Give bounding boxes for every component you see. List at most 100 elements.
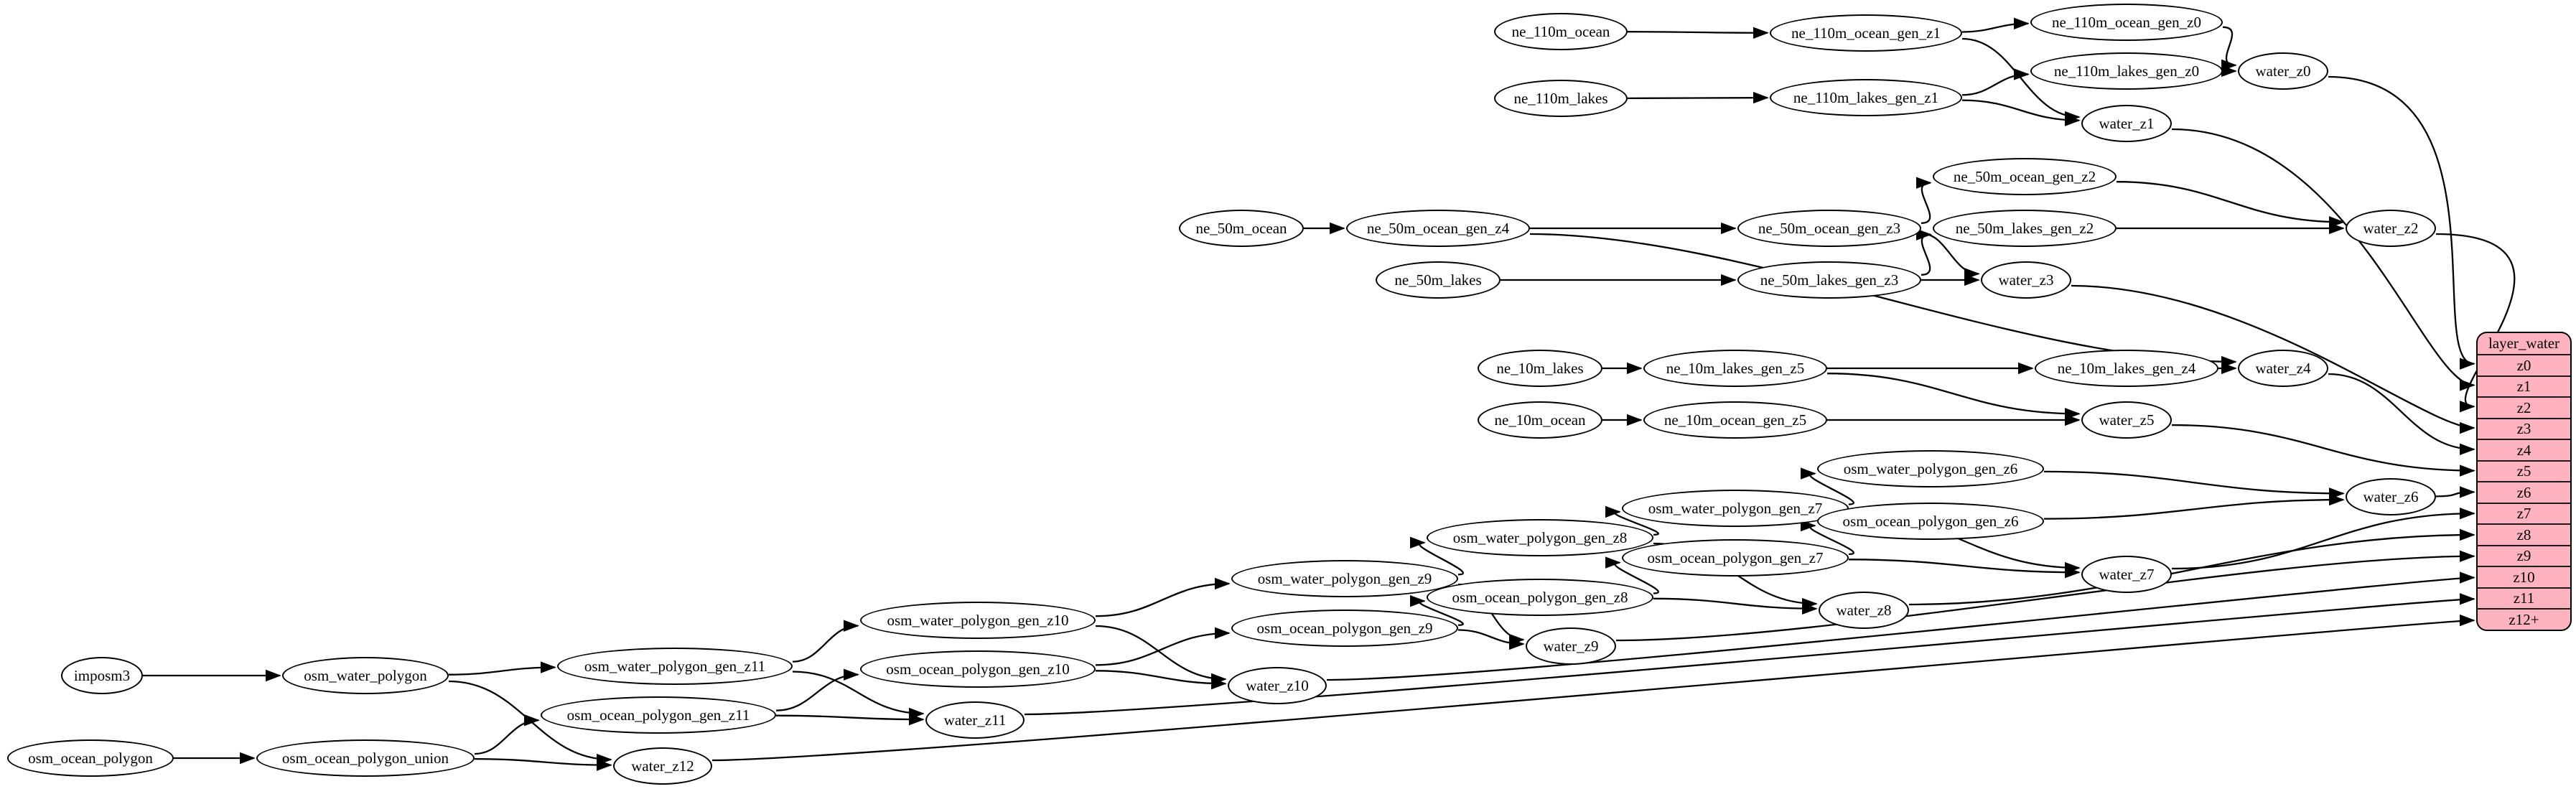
node-water_z10: water_z10 xyxy=(1228,667,1327,704)
table-title: layer_water xyxy=(2488,335,2560,353)
edge-osm_ocean_polygon_gen_z8-to-osm_ocean_polygon_gen_z7 xyxy=(1605,556,1660,594)
node-osm_ocean_polygon_gen_z6: osm_ocean_polygon_gen_z6 xyxy=(1817,503,2044,540)
edge-ne_110m_ocean_gen_z0-to-water_z0 xyxy=(2221,26,2237,72)
edge-ne_110m_ocean_gen_z1-to-ne_110m_ocean_gen_z0 xyxy=(1961,17,2030,33)
table-row-z12+: z12+ xyxy=(2478,608,2570,630)
node-label: imposm3 xyxy=(73,666,131,684)
node-water_z11: water_z11 xyxy=(925,701,1025,739)
node-label: ne_110m_lakes_gen_z0 xyxy=(2053,62,2200,80)
table-row-z11: z11 xyxy=(2478,587,2570,609)
node-label: ne_50m_ocean xyxy=(1195,219,1287,237)
edge-osm_ocean_polygon_gen_z11-to-osm_ocean_polygon_gen_z10 xyxy=(775,668,859,711)
table-row-z6: z6 xyxy=(2478,481,2570,503)
node-label: osm_water_polygon_gen_z9 xyxy=(1257,569,1432,587)
node-label: water_z7 xyxy=(2099,565,2155,583)
node-osm_ocean_polygon_union: osm_ocean_polygon_union xyxy=(256,739,475,777)
edge-osm_ocean_polygon_gen_z10-to-water_z10 xyxy=(1095,670,1227,690)
node-water_z9: water_z9 xyxy=(1526,627,1616,665)
edge-osm_ocean_polygon_gen_z7-to-water_z7 xyxy=(1848,559,2081,579)
table-row-z1: z1 xyxy=(2478,375,2570,397)
edge-osm_water_polygon_gen_z10-to-osm_water_polygon_gen_z9 xyxy=(1095,577,1231,617)
node-imposm3: imposm3 xyxy=(61,657,143,694)
node-water_z0: water_z0 xyxy=(2238,52,2328,90)
node-label: osm_ocean_polygon xyxy=(28,749,153,767)
node-label: osm_ocean_polygon_union xyxy=(281,749,449,767)
node-water_z1: water_z1 xyxy=(2081,105,2172,142)
node-label: water_z10 xyxy=(1246,676,1309,694)
edge-water_z4-to-layer_water-z4 xyxy=(2328,373,2475,456)
node-osm_ocean_polygon: osm_ocean_polygon xyxy=(7,739,174,777)
node-ne_10m_lakes_gen_z4: ne_10m_lakes_gen_z4 xyxy=(2035,350,2218,387)
node-label: water_z1 xyxy=(2099,114,2155,132)
edge-ne_110m_ocean-to-ne_110m_ocean_gen_z1 xyxy=(1627,27,1769,39)
edge-osm_water_polygon_gen_z7-to-osm_water_polygon_gen_z6 xyxy=(1800,467,1855,505)
node-osm_ocean_polygon_gen_z11: osm_ocean_polygon_gen_z11 xyxy=(541,696,776,734)
node-label: ne_110m_ocean_gen_z0 xyxy=(2052,13,2201,31)
node-label: water_z9 xyxy=(1543,637,1599,655)
edge-water_z1-to-layer_water-z1 xyxy=(2171,128,2475,391)
edge-osm_water_polygon_gen_z6-to-water_z6 xyxy=(2043,470,2345,500)
edge-osm_ocean_polygon_gen_z10-to-osm_ocean_polygon_gen_z9 xyxy=(1095,627,1231,666)
edge-water_z12-to-layer_water-z12+ xyxy=(711,614,2475,762)
node-label: ne_10m_ocean xyxy=(1494,411,1586,429)
node-label: osm_water_polygon_gen_z8 xyxy=(1452,528,1628,546)
edge-ne_10m_lakes_gen_z5-to-water_z5 xyxy=(1826,373,2081,420)
edge-osm_water_polygon_gen_z8-to-osm_water_polygon_gen_z7 xyxy=(1605,505,1659,536)
node-water_z4: water_z4 xyxy=(2238,350,2328,387)
edge-osm_water_polygon-to-osm_water_polygon_gen_z11 xyxy=(448,661,556,676)
edge-water_z6-to-layer_water-z6 xyxy=(2435,486,2475,498)
edge-osm_ocean_polygon_gen_z7-to-osm_ocean_polygon_gen_z6 xyxy=(1800,519,1855,556)
node-label: osm_ocean_polygon_gen_z8 xyxy=(1452,588,1628,606)
node-water_z3: water_z3 xyxy=(1981,261,2071,299)
table-row-z10: z10 xyxy=(2478,566,2570,587)
node-ne_50m_lakes: ne_50m_lakes xyxy=(1376,261,1501,299)
node-water_z6: water_z6 xyxy=(2346,478,2436,515)
node-label: osm_ocean_polygon_gen_z7 xyxy=(1647,548,1824,566)
edge-water_z9-to-layer_water-z9 xyxy=(1615,550,2475,642)
edge-osm_water_polygon_gen_z11-to-water_z11 xyxy=(792,671,925,720)
node-label: water_z2 xyxy=(2363,219,2419,237)
node-ne_50m_ocean: ne_50m_ocean xyxy=(1179,210,1304,247)
node-ne_10m_ocean: ne_10m_ocean xyxy=(1478,401,1602,439)
node-osm_water_polygon_gen_z6: osm_water_polygon_gen_z6 xyxy=(1817,450,2044,487)
node-label: ne_50m_ocean_gen_z4 xyxy=(1366,219,1510,237)
edge-ne_50m_ocean_gen_z4-to-water_z4 xyxy=(1529,233,2237,368)
edge-water_z3-to-layer_water-z3 xyxy=(2071,284,2475,434)
table-row-z8: z8 xyxy=(2478,523,2570,545)
node-ne_110m_lakes_gen_z0: ne_110m_lakes_gen_z0 xyxy=(2030,52,2223,90)
table-row-z3: z3 xyxy=(2478,417,2570,439)
edge-osm_water_polygon_gen_z10-to-water_z10 xyxy=(1095,625,1227,686)
node-label: osm_water_polygon_gen_z10 xyxy=(887,611,1069,629)
node-osm_water_polygon_gen_z7: osm_water_polygon_gen_z7 xyxy=(1622,490,1849,527)
node-label: ne_110m_ocean xyxy=(1511,22,1610,40)
edge-water_z2-to-layer_water-z2 xyxy=(2435,233,2516,413)
edge-ne_110m_lakes_gen_z1-to-ne_110m_lakes_gen_z0 xyxy=(1961,68,2030,96)
node-label: ne_50m_lakes xyxy=(1394,271,1482,289)
edge-osm_ocean_polygon_union-to-osm_ocean_polygon_gen_z11 xyxy=(474,714,540,755)
node-label: osm_water_polygon_gen_z6 xyxy=(1843,459,2018,477)
edge-osm_ocean_polygon_gen_z6-to-water_z6 xyxy=(2043,493,2345,520)
node-label: ne_110m_lakes_gen_z1 xyxy=(1793,88,1939,106)
node-label: osm_water_polygon xyxy=(304,666,427,684)
edge-osm_ocean_polygon_union-to-water_z12 xyxy=(474,757,612,771)
table-row-z5: z5 xyxy=(2478,459,2570,482)
node-ne_10m_lakes_gen_z5: ne_10m_lakes_gen_z5 xyxy=(1643,350,1827,387)
node-label: water_z5 xyxy=(2099,411,2155,429)
node-water_z2: water_z2 xyxy=(2346,210,2436,247)
node-ne_50m_ocean_gen_z2: ne_50m_ocean_gen_z2 xyxy=(1933,158,2117,195)
node-osm_water_polygon: osm_water_polygon xyxy=(282,657,449,694)
edge-ne_50m_lakes_gen_z3-to-ne_50m_lakes_gen_z2 xyxy=(1915,228,1932,276)
node-osm_water_polygon_gen_z8: osm_water_polygon_gen_z8 xyxy=(1427,519,1653,556)
node-ne_110m_ocean_gen_z0: ne_110m_ocean_gen_z0 xyxy=(2030,4,2223,41)
node-label: osm_ocean_polygon_gen_z9 xyxy=(1256,619,1433,637)
table-row-z0: z0 xyxy=(2478,354,2570,375)
table-row-z2: z2 xyxy=(2478,396,2570,418)
edge-ne_110m_lakes_gen_z1-to-water_z1 xyxy=(1961,99,2081,126)
edge-water_z5-to-layer_water-z5 xyxy=(2171,424,2475,477)
node-osm_ocean_polygon_gen_z9: osm_ocean_polygon_gen_z9 xyxy=(1231,610,1458,647)
node-osm_ocean_polygon_gen_z10: osm_ocean_polygon_gen_z10 xyxy=(860,650,1096,688)
edge-osm_ocean_polygon_gen_z11-to-water_z11 xyxy=(775,713,925,726)
node-label: water_z8 xyxy=(1836,601,1892,619)
